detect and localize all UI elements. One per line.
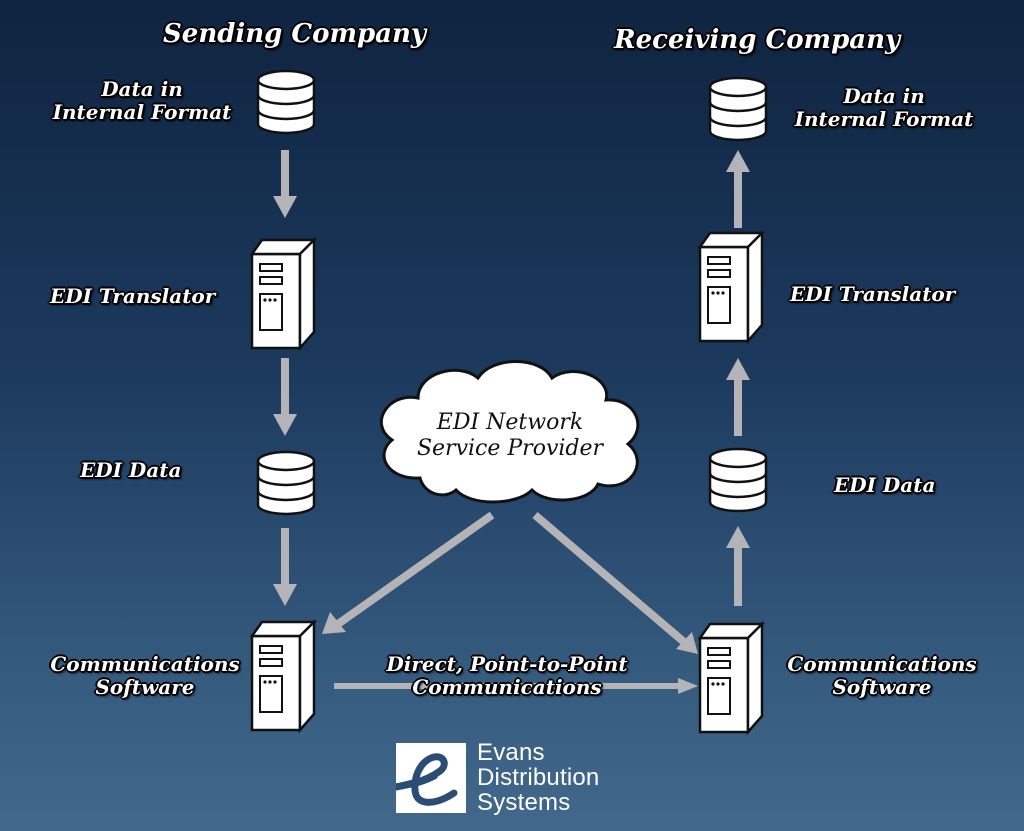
arrow-network-to-sending-comm (322, 511, 495, 634)
arrow-translator-to-data-receiving (726, 150, 750, 228)
arrow-comm-to-edi-data-receiving (726, 526, 750, 606)
server-icon-sending-comm (250, 620, 316, 732)
server-icon-sending-translator (250, 238, 316, 350)
sending-comm-label: Communications Software (45, 653, 245, 699)
server-icon-receiving-translator (698, 231, 764, 343)
arrow-edi-data-to-translator-receiving (726, 358, 750, 436)
receiving-data-internal-label: Data in Internal Format (784, 85, 984, 131)
sending-translator-label: EDI Translator (50, 284, 216, 308)
database-icon-receiving-edi (708, 447, 768, 513)
logo-e-icon (392, 753, 458, 806)
sending-comm-line-2: Software (95, 675, 195, 699)
database-icon-sending-edi (256, 450, 316, 516)
cloud-icon (379, 360, 640, 504)
logo-line-distribution: Distribution (477, 764, 600, 791)
sending-company-heading: Sending Company (163, 19, 426, 49)
logo-line-systems: Systems (477, 789, 571, 816)
receiving-data-internal-line-2: Internal Format (794, 107, 974, 131)
arrow-network-to-receiving-comm (532, 511, 698, 654)
network-provider-line-1: EDI Network (436, 410, 584, 435)
direct-communications-line-2: Communications (412, 675, 602, 699)
receiving-company-heading: Receiving Company (614, 25, 901, 55)
server-icon-receiving-comm (698, 622, 764, 734)
network-provider-label: EDI Network Service Provider (385, 410, 635, 463)
receiving-comm-line-2: Software (832, 675, 932, 699)
arrow-translator-to-edi-data-sending (273, 358, 297, 436)
arrow-data-to-translator-sending (273, 150, 297, 218)
direct-communications-label: Direct, Point-to-Point Communications (372, 653, 642, 699)
arrow-direct-point-to-point (334, 678, 698, 694)
database-icon-sending-internal (256, 69, 316, 135)
sending-data-internal-label: Data in Internal Format (42, 78, 242, 124)
receiving-comm-label: Communications Software (780, 653, 984, 699)
sending-data-internal-line-2: Internal Format (52, 100, 232, 124)
receiving-comm-line-1: Communications (787, 652, 977, 676)
logo-wordmark: Evans Distribution Systems (477, 740, 599, 815)
arrow-edi-data-to-comm-sending (273, 528, 297, 606)
receiving-data-internal-line-1: Data in (843, 84, 925, 108)
network-provider-line-2: Service Provider (416, 436, 604, 462)
sending-comm-line-1: Communications (50, 652, 240, 676)
direct-communications-line-1: Direct, Point-to-Point (386, 652, 628, 676)
database-icon-receiving-internal (708, 76, 768, 142)
logo-mark (392, 743, 466, 813)
receiving-edi-data-label: EDI Data (834, 473, 936, 497)
sending-data-internal-line-1: Data in (101, 77, 183, 101)
logo-line-evans: Evans (477, 739, 545, 766)
sending-edi-data-label: EDI Data (80, 458, 182, 482)
receiving-translator-label: EDI Translator (790, 282, 956, 306)
